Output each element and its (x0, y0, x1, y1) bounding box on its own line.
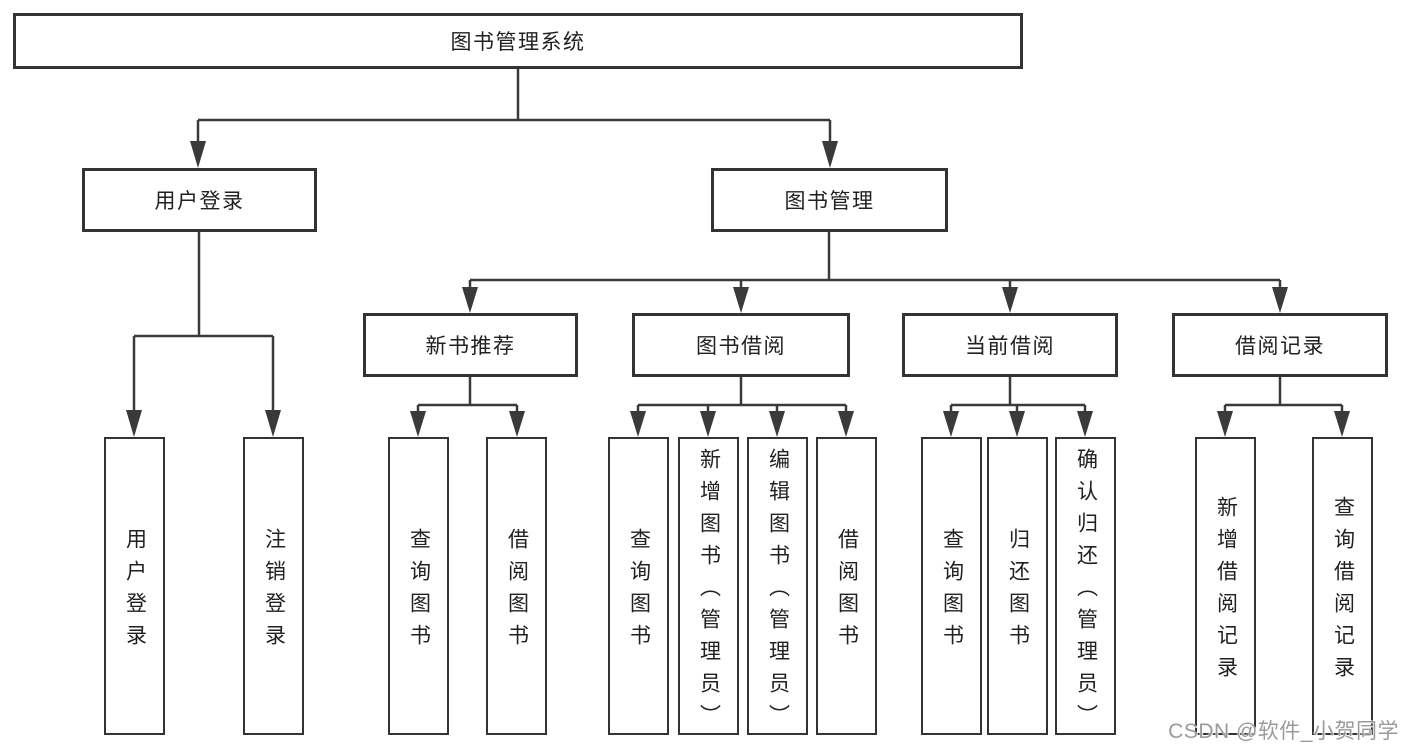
node-label: 图书管理 (784, 190, 875, 213)
connector-currentborrow-to-leaves (943, 377, 1093, 437)
node-user-login: 用户登录 (82, 168, 317, 232)
connector-bookmgmt-to-level3 (462, 232, 1288, 313)
node-current-borrowing: 当前借阅 (902, 313, 1118, 377)
csdn-watermark: CSDN @软件_小贺同学 (1168, 720, 1399, 743)
connector-userlogin-to-leaves (126, 232, 281, 437)
node-label: 借阅记录 (1235, 335, 1325, 358)
leaf-query-books-current: 查询图书 (921, 437, 982, 735)
leaf-user-login: 用户登录 (104, 437, 165, 735)
node-library-management-system: 图书管理系统 (13, 13, 1023, 69)
node-label: 当前借阅 (965, 335, 1055, 358)
node-borrowing-records: 借阅记录 (1172, 313, 1388, 377)
leaf-label: 借阅图书 (835, 527, 859, 656)
connector-newbook-to-leaves (410, 377, 525, 437)
leaf-borrow-books-newbook: 借阅图书 (486, 437, 547, 735)
leaf-label: 注销登录 (262, 527, 286, 656)
leaf-label: 新增图书（管理员） (697, 447, 721, 736)
leaf-add-book-admin: 新增图书（管理员） (678, 437, 739, 736)
node-book-management: 图书管理 (711, 168, 948, 232)
node-label: 图书管理系统 (450, 31, 586, 54)
connector-bookborrow-to-leaves (630, 377, 854, 437)
connector-borrowrecord-to-leaves (1217, 377, 1350, 437)
leaf-label: 新增借阅记录 (1214, 495, 1238, 688)
leaf-label: 用户登录 (123, 527, 147, 656)
node-new-book-recommendation: 新书推荐 (363, 313, 578, 377)
leaf-borrow-books-borrow: 借阅图书 (816, 437, 877, 735)
node-book-borrowing: 图书借阅 (632, 313, 850, 377)
leaf-add-borrow-record: 新增借阅记录 (1195, 437, 1256, 735)
leaf-edit-book-admin: 编辑图书（管理员） (747, 437, 808, 736)
leaf-confirm-return-admin: 确认归还（管理员） (1055, 437, 1116, 736)
leaf-label: 归还图书 (1006, 527, 1030, 656)
leaf-label: 借阅图书 (505, 527, 529, 656)
leaf-query-books-borrow: 查询图书 (608, 437, 669, 735)
leaf-query-books-newbook: 查询图书 (388, 437, 449, 735)
node-label: 新书推荐 (425, 335, 516, 358)
leaf-logout: 注销登录 (243, 437, 304, 735)
leaf-label: 确认归还（管理员） (1074, 447, 1098, 736)
leaf-label: 编辑图书（管理员） (766, 447, 790, 736)
leaf-label: 查询图书 (407, 527, 431, 656)
leaf-label: 查询图书 (627, 527, 651, 656)
leaf-label: 查询借阅记录 (1331, 495, 1355, 688)
node-label: 图书借阅 (696, 335, 786, 358)
leaf-label: 查询图书 (940, 527, 964, 656)
leaf-query-borrow-record: 查询借阅记录 (1312, 437, 1373, 735)
connector-root-to-level2 (190, 69, 838, 168)
node-label: 用户登录 (154, 190, 245, 213)
leaf-return-book: 归还图书 (987, 437, 1048, 735)
